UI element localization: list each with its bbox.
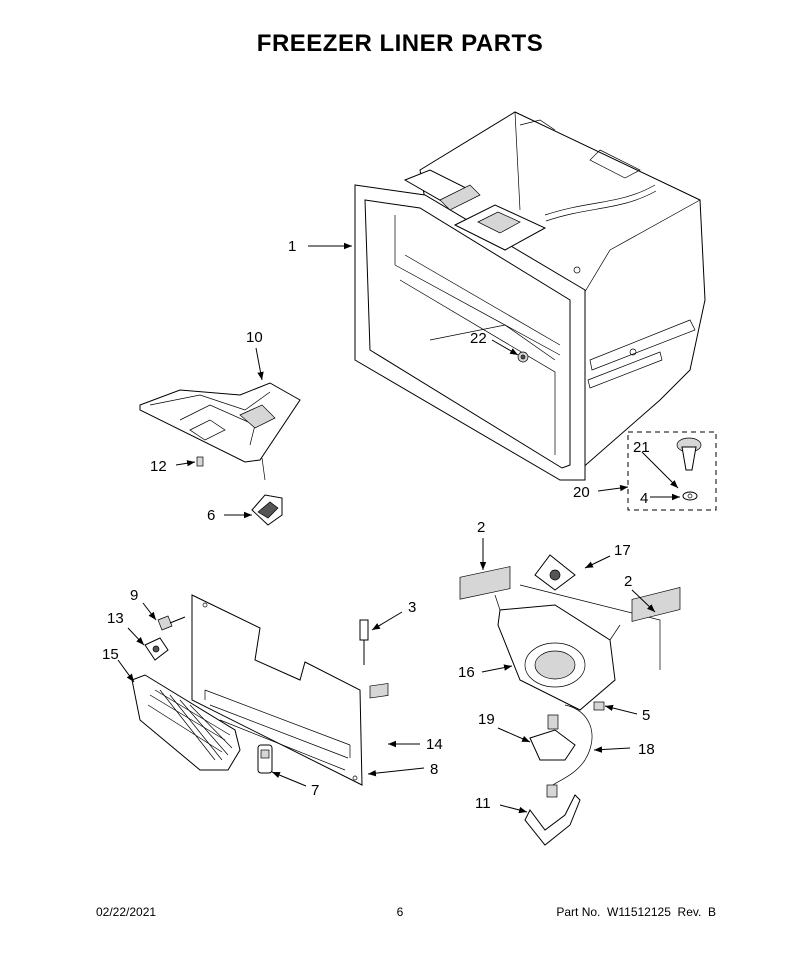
grommet-22: [517, 351, 529, 363]
drain-kit-box: [627, 431, 717, 511]
callout-22: 22: [470, 330, 487, 347]
callout-20: 20: [573, 484, 590, 501]
footer-date: 02/22/2021: [96, 905, 157, 919]
callout-5: 5: [642, 707, 650, 724]
callout-16: 16: [458, 664, 475, 681]
fan-housing-16: [494, 594, 621, 711]
foam-block-2-right: [631, 587, 681, 622]
page-title: FREEZER LINER PARTS: [256, 30, 544, 57]
screw-5: [593, 701, 605, 711]
callout-4: 4: [640, 490, 648, 507]
callout-10: 10: [246, 329, 263, 346]
callout-1: 1: [288, 238, 296, 255]
damper-7: [257, 744, 273, 774]
callout-21: 21: [633, 439, 650, 456]
callout-11: 11: [475, 795, 491, 812]
callout-15: 15: [102, 646, 119, 663]
fan-motor-19: [529, 714, 576, 761]
bracket-13: [144, 637, 169, 661]
grille-15: [131, 674, 241, 771]
fan-blade-17: [534, 554, 576, 591]
footer-page-number: 6: [396, 905, 404, 919]
callout-9: 9: [130, 587, 138, 604]
rear-panel-outline: [519, 584, 661, 670]
callout-7: 7: [311, 782, 319, 799]
callout-18: 18: [638, 741, 655, 758]
leader-lines: [117, 242, 680, 814]
sensor-3: [359, 619, 369, 665]
callout-labels: 1 10 22 12 6 21 4 20 2 17 2 9 13 15 3 16…: [102, 238, 655, 812]
rear-panel: [191, 594, 363, 786]
bracket-11: [524, 784, 581, 846]
freezer-liner: [354, 111, 706, 481]
callout-8: 8: [430, 761, 438, 778]
footer-part-number: Part No. W11512125 Rev. B: [556, 905, 716, 919]
evaporator-cover: [139, 382, 301, 481]
clip-12: [196, 456, 204, 467]
wire-harness-18: [552, 704, 593, 786]
foam-block-2-left: [459, 566, 511, 600]
callout-14: 14: [426, 736, 443, 753]
callout-17: 17: [614, 542, 631, 559]
callout-12: 12: [150, 458, 167, 475]
callout-2-right: 2: [624, 573, 632, 590]
callout-3: 3: [408, 599, 416, 616]
callout-2-left: 2: [477, 519, 485, 536]
thermistor-6: [251, 494, 283, 526]
screw-9: [157, 615, 186, 631]
callout-13: 13: [107, 610, 124, 627]
callout-19: 19: [478, 711, 495, 728]
foam-strip-14: [369, 683, 389, 699]
callout-6: 6: [207, 507, 215, 524]
